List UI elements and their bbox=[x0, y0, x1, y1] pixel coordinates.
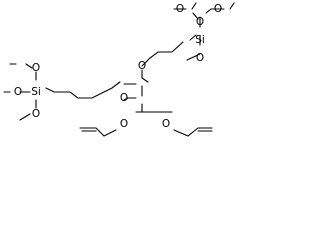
triethoxysilyl-left: O O Si O bbox=[3, 62, 121, 121]
oxygen-atom: O bbox=[214, 3, 222, 15]
ethyl-bond bbox=[173, 2, 197, 10]
silicon-atom: Si bbox=[31, 86, 41, 98]
oxygen-atom: O bbox=[196, 52, 204, 64]
ethyl-bond bbox=[9, 63, 33, 69]
ethyl-bond bbox=[19, 113, 31, 121]
allyl-groups bbox=[79, 127, 213, 137]
propyl-chain bbox=[45, 81, 121, 99]
oxygen-atom: O bbox=[120, 118, 128, 130]
oxygen-atom: O bbox=[32, 108, 40, 120]
ethoxy-bond bbox=[205, 2, 235, 14]
ethyl-bond bbox=[186, 53, 201, 61]
triethoxysilyl-right: O O O Si O bbox=[141, 2, 235, 67]
oxygen-atom: O bbox=[162, 118, 170, 130]
central-core: O O O O bbox=[120, 60, 173, 130]
oxygen-atom: O bbox=[32, 62, 40, 74]
oxygen-atom: O bbox=[138, 60, 146, 72]
structure-diagram: O O O Si O O O Si O O O O O bbox=[0, 0, 236, 146]
allyl-chain bbox=[173, 127, 213, 137]
silicon-atom: Si bbox=[195, 34, 205, 46]
oxygen-atom: O bbox=[14, 86, 22, 98]
si-chain-bond bbox=[189, 34, 197, 41]
allyl-chain bbox=[79, 127, 117, 137]
c-c-bond bbox=[123, 77, 149, 85]
c-o-bond bbox=[123, 97, 137, 101]
oxygen-atom: O bbox=[176, 3, 184, 15]
oxygen-atom: O bbox=[196, 16, 204, 28]
chemical-structure: O O O Si O O O Si O O O O O bbox=[3, 2, 235, 137]
o-si-bond bbox=[192, 12, 199, 20]
oxygen-atom: O bbox=[120, 92, 128, 104]
propyl-chain bbox=[141, 41, 184, 67]
